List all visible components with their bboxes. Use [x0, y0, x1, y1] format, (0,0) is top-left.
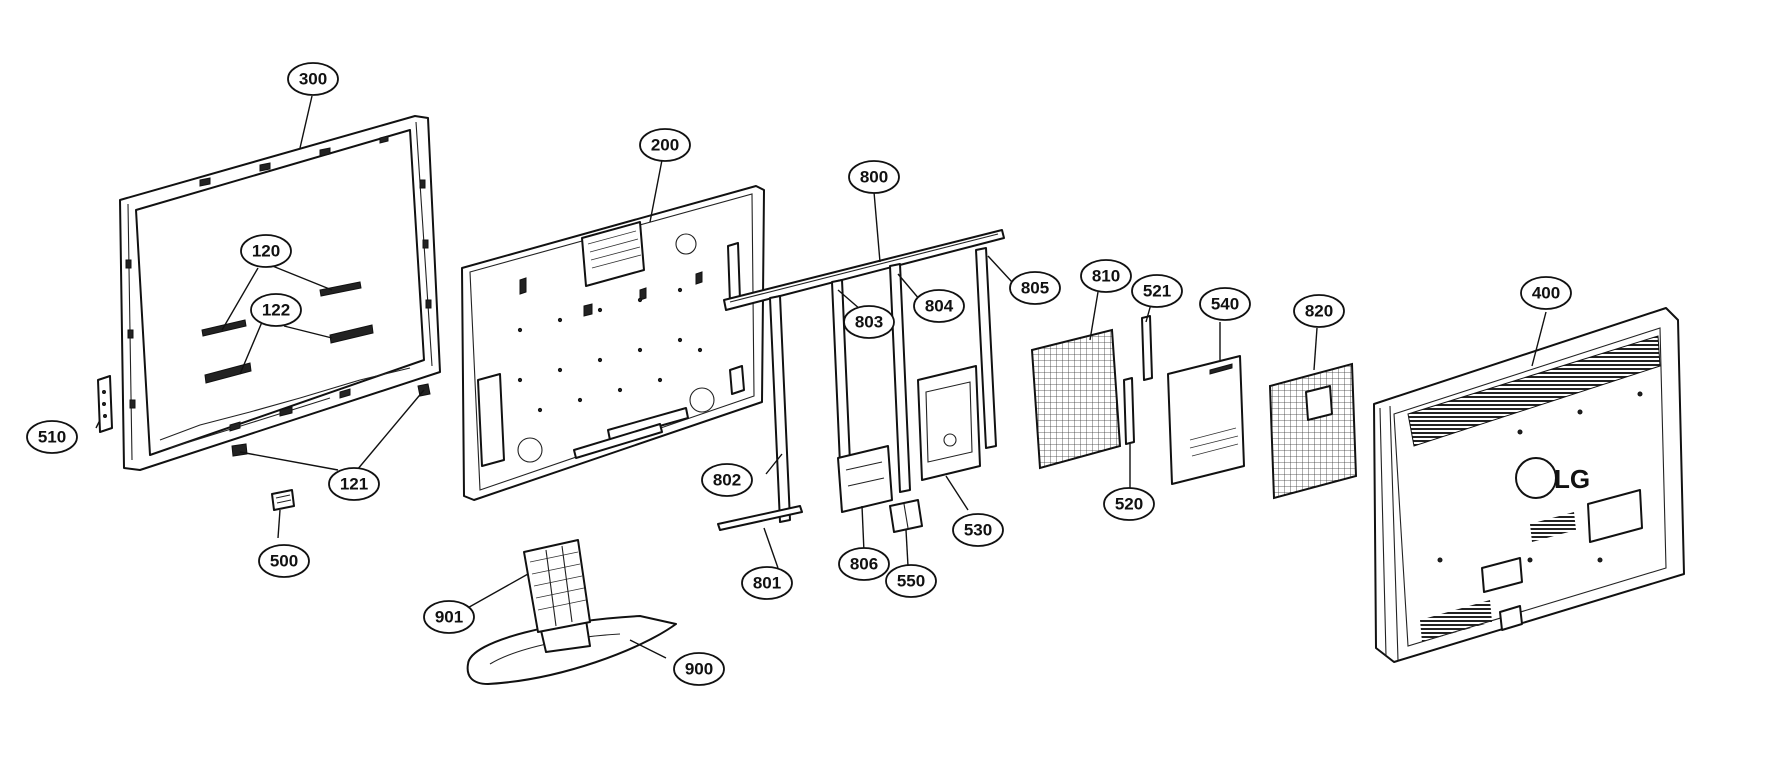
part-801-bracket [717, 505, 803, 531]
callout-121: 121 [328, 467, 380, 501]
callout-550-label: 550 [897, 572, 925, 591]
callout-901-label: 901 [435, 608, 463, 627]
callout-200: 200 [639, 128, 691, 162]
part-300-front-bezel [119, 115, 441, 471]
callout-805-label: 805 [1021, 279, 1049, 298]
callout-901: 901 [423, 600, 475, 634]
callout-801: 801 [741, 566, 793, 600]
callout-806-label: 806 [850, 555, 878, 574]
callout-810-label: 810 [1092, 267, 1120, 286]
callout-121-label: 121 [340, 475, 368, 494]
callout-900: 900 [673, 652, 725, 686]
callout-510-label: 510 [38, 428, 66, 447]
callout-804-label: 804 [925, 297, 954, 316]
part-901-stand-neck [523, 539, 591, 633]
callout-521: 521 [1131, 274, 1183, 308]
callout-550: 550 [885, 564, 937, 598]
callout-806: 806 [838, 547, 890, 581]
part-820-shield [1268, 362, 1358, 500]
part-802-bracket [769, 295, 791, 523]
callout-520: 520 [1103, 487, 1155, 521]
callout-500-label: 500 [270, 552, 298, 571]
callout-800: 800 [848, 160, 900, 194]
callout-800-label: 800 [860, 168, 888, 187]
callout-520-label: 520 [1115, 495, 1143, 514]
part-530-board [917, 365, 981, 481]
callout-804: 804 [913, 289, 965, 323]
callout-900-label: 900 [685, 660, 713, 679]
callout-802: 802 [701, 463, 753, 497]
part-520-strip [1123, 377, 1135, 445]
callout-803: 803 [843, 305, 895, 339]
part-900-stand-base [466, 615, 677, 685]
callout-120: 120 [240, 234, 292, 268]
callout-810: 810 [1080, 259, 1132, 293]
part-804-bracket [889, 263, 911, 493]
callout-540-label: 540 [1211, 295, 1239, 314]
callout-521-label: 521 [1143, 282, 1171, 301]
part-500-small-board [271, 489, 295, 511]
callout-300-label: 300 [299, 70, 327, 89]
callout-820-label: 820 [1305, 302, 1333, 321]
callout-805: 805 [1009, 271, 1061, 305]
callout-400-label: 400 [1532, 284, 1560, 303]
part-550-part [889, 499, 923, 533]
callout-120-label: 120 [252, 242, 280, 261]
callout-540: 540 [1199, 287, 1251, 321]
part-510-side-key [97, 375, 113, 433]
part-806-bracket [837, 445, 893, 513]
callout-530-label: 530 [964, 521, 992, 540]
part-521-strip [1141, 315, 1153, 381]
callout-200-label: 200 [651, 136, 679, 155]
callout-820: 820 [1293, 294, 1345, 328]
callout-803-label: 803 [855, 313, 883, 332]
callout-122: 122 [250, 293, 302, 327]
lg-logo: LG [1515, 457, 1590, 499]
callout-530: 530 [952, 513, 1004, 547]
callout-300: 300 [287, 62, 339, 96]
part-805-bracket [975, 247, 997, 449]
callout-801-label: 801 [753, 574, 781, 593]
part-400-back-cover: LG [1373, 307, 1685, 663]
lg-logo-text: LG [1554, 464, 1590, 494]
callout-802-label: 802 [713, 471, 741, 490]
part-200-lcd-panel [461, 185, 765, 501]
part-810-shield [1030, 328, 1122, 470]
callout-500: 500 [258, 544, 310, 578]
callout-122-label: 122 [262, 301, 290, 320]
part-540-board [1167, 355, 1245, 485]
part-800-frame [723, 229, 1005, 311]
callout-400: 400 [1520, 276, 1572, 310]
leader-lines [95, 95, 1547, 659]
callout-510: 510 [26, 420, 78, 454]
